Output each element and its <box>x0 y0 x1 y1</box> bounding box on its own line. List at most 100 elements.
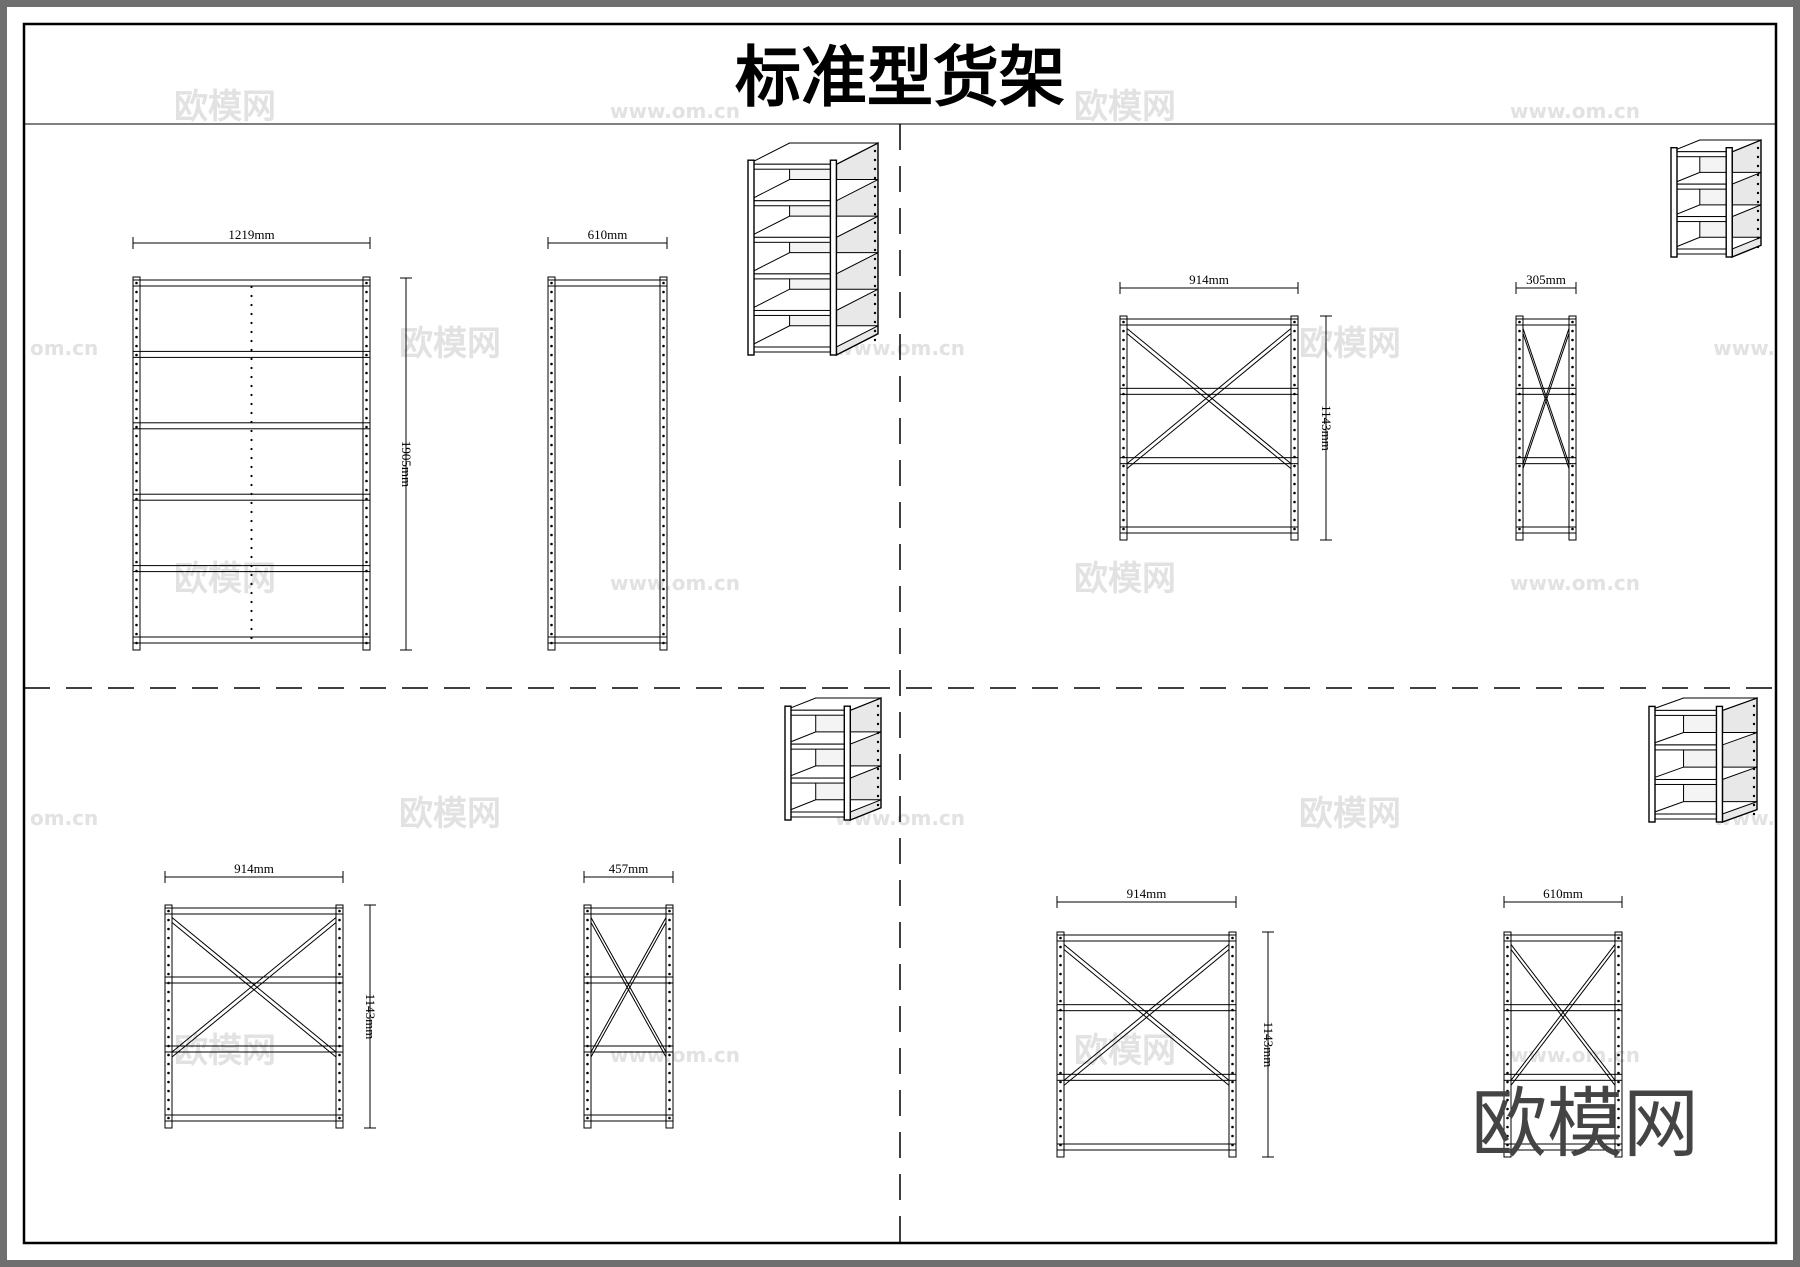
upright-post <box>1290 315 1299 541</box>
shelf-beam <box>1503 1073 1623 1081</box>
iso-shelf-edge <box>747 236 837 243</box>
width-dimension: 914mm <box>1056 886 1237 908</box>
iso-front-post <box>1725 146 1733 258</box>
post-hole <box>668 927 671 931</box>
post-hole <box>365 371 368 375</box>
post-hole <box>1231 936 1234 940</box>
iso-shelf-edge <box>1648 709 1723 716</box>
iso-front-post <box>829 159 838 356</box>
post-hole <box>662 344 665 348</box>
post-hole <box>1518 401 1521 405</box>
iso-post-hole <box>1756 173 1760 177</box>
cross-bracing <box>590 917 667 1058</box>
upright-post <box>1119 315 1128 541</box>
center-hole <box>250 537 253 541</box>
post-hole <box>1293 446 1296 450</box>
post-hole <box>668 1062 671 1066</box>
post-hole <box>550 596 553 600</box>
front-view <box>1056 931 1237 1158</box>
post-hole <box>1059 1125 1062 1129</box>
post-hole <box>1506 936 1509 940</box>
watermark-cn: 欧模网 <box>399 794 501 834</box>
post-hole <box>1617 1044 1620 1048</box>
post-hole <box>662 326 665 330</box>
post-hole <box>1293 356 1296 360</box>
post-hole <box>1506 1116 1509 1120</box>
post-hole <box>586 945 589 949</box>
iso-post-hole <box>1752 749 1756 753</box>
post-hole <box>135 389 138 393</box>
post-hole <box>167 927 170 931</box>
post-hole <box>135 452 138 456</box>
center-hole <box>250 366 253 370</box>
shelf-beam <box>164 1114 344 1122</box>
post-hole <box>550 362 553 366</box>
post-hole <box>167 936 170 940</box>
iso-post-hole <box>873 149 877 153</box>
post-hole <box>668 990 671 994</box>
iso-post-hole <box>873 176 877 180</box>
brace-bar <box>1522 328 1570 464</box>
post-hole <box>365 542 368 546</box>
post-hole <box>1518 419 1521 423</box>
center-hole <box>250 591 253 595</box>
cross-bracing <box>171 917 337 1058</box>
post-hole <box>1518 509 1521 513</box>
post-hole <box>1231 945 1234 949</box>
iso-shelf-edge <box>784 743 851 750</box>
iso-post-hole <box>1752 776 1756 780</box>
post-hole <box>550 524 553 528</box>
post-hole <box>1059 945 1062 949</box>
iso-shelf-edge <box>747 273 837 280</box>
watermark-url: www.om.cn <box>1510 571 1640 595</box>
post-hole <box>662 362 665 366</box>
post-hole <box>1122 347 1125 351</box>
iso-shelf-edge <box>747 163 837 170</box>
shelf-beam <box>132 493 371 501</box>
post-hole <box>668 909 671 913</box>
post-hole <box>550 551 553 555</box>
post-hole <box>1231 972 1234 976</box>
center-hole <box>250 600 253 604</box>
post-hole <box>1122 338 1125 342</box>
post-hole <box>586 972 589 976</box>
post-hole <box>550 515 553 519</box>
post-hole <box>662 524 665 528</box>
post-hole <box>550 479 553 483</box>
post-hole <box>1122 509 1125 513</box>
post-outline <box>1290 315 1299 541</box>
iso-front-post <box>843 705 851 821</box>
center-hole <box>250 339 253 343</box>
post-hole <box>365 515 368 519</box>
post-hole <box>662 317 665 321</box>
width-dimension: 1219mm <box>132 227 371 249</box>
iso-post-hole <box>1752 704 1756 708</box>
post-hole <box>365 407 368 411</box>
center-hole <box>250 456 253 460</box>
post-hole <box>550 533 553 537</box>
shelf-beam <box>132 422 371 430</box>
post-hole <box>1506 1089 1509 1093</box>
center-hole <box>250 636 253 640</box>
center-hole <box>250 375 253 379</box>
post-hole <box>1506 1026 1509 1030</box>
post-hole <box>135 398 138 402</box>
cross-bracing <box>1522 328 1570 469</box>
post-hole <box>135 434 138 438</box>
post-hole <box>135 497 138 501</box>
iso-post-hole <box>1752 803 1756 807</box>
post-hole <box>135 632 138 636</box>
post-hole <box>586 936 589 940</box>
post-hole <box>1506 945 1509 949</box>
post-hole <box>1231 999 1234 1003</box>
post-outline <box>1119 315 1128 541</box>
isometric-view <box>1648 697 1758 823</box>
post-hole <box>1059 981 1062 985</box>
iso-shelf-edge <box>1648 813 1723 820</box>
post-hole <box>1506 972 1509 976</box>
post-hole <box>135 506 138 510</box>
shelf-beam <box>1056 1073 1237 1081</box>
post-hole <box>586 999 589 1003</box>
